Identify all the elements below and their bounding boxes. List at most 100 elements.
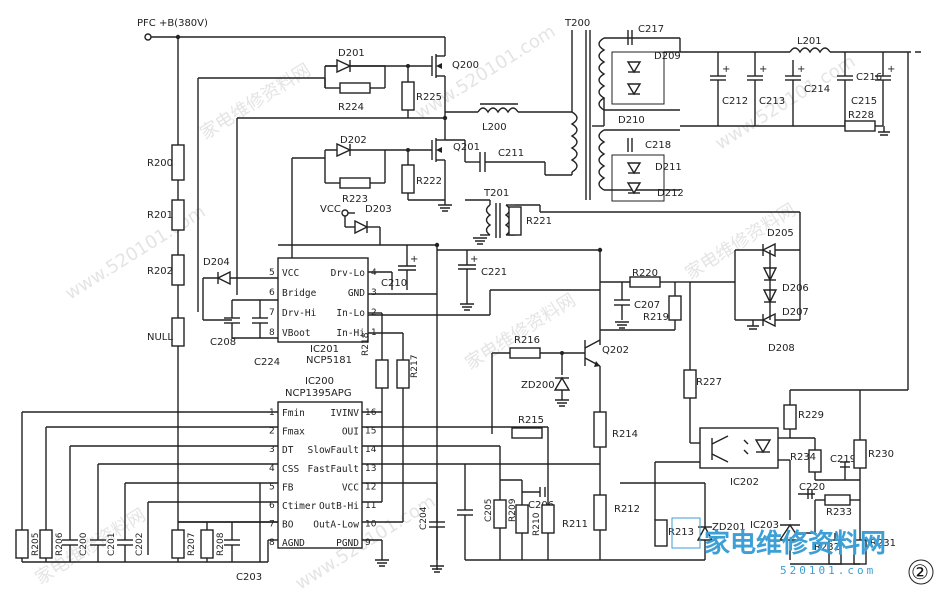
ic201-pin-name-2: In-Lo [336,308,365,319]
resistor-r224 [339,82,371,94]
label-r232: R232 [814,542,840,553]
label-r234: R234 [790,452,816,463]
resistor-r213 [654,519,668,547]
resistor-r212 [593,494,607,531]
ic200-pin-num-4: 4 [269,464,275,474]
label-d207: D207 [782,307,809,318]
diode-d208 [761,312,776,328]
ic200-pin-num-13: 13 [365,464,376,474]
label-c206: C206 [528,500,554,511]
resistor-r201 [171,199,185,231]
diode-d201 [336,58,352,74]
figure-mark: ② [911,560,929,584]
label-c216: C216 [856,72,882,83]
label-r224: R224 [338,102,364,113]
figure-mark-circle [908,559,934,585]
label-c201: C201 [107,533,117,556]
ic200-pin-name-2: Fmax [282,427,305,438]
label-r211: R211 [562,519,588,530]
resistor-r208 [200,529,214,559]
bridge-d211-d212 [611,154,665,202]
svg-text:+: + [759,64,767,75]
resistor-r229 [783,404,797,430]
ic200-pin-name-4: CSS [282,464,299,475]
ic201-pin-name-6: Bridge [282,288,317,299]
ic200-pin-name-11: OutB-Hi [319,501,359,512]
label-r202: R202 [147,266,173,277]
ic201-pin-num-6: 6 [269,288,275,298]
resistor-r214 [593,411,607,448]
label-c205: C205 [484,499,494,522]
ic200-pin-num-8: 8 [269,538,275,548]
diode-d204 [216,270,231,286]
ic200-pin-num-11: 11 [365,501,376,511]
label-c203: C203 [236,572,262,583]
label-r200: R200 [147,158,173,169]
ic200-part: NCP1395APG [285,388,352,399]
label-c211: C211 [498,148,524,159]
diode-d202 [336,142,352,158]
svg-text:+: + [410,254,418,265]
label-c204: C204 [419,506,429,530]
label-c219: C219 [830,454,856,465]
label-r209: R209 [508,498,518,522]
resistor-r215 [511,427,543,439]
ic200-body [277,401,363,549]
resistor-r233 [824,494,851,506]
ic201-pin-name-3: GND [348,288,365,299]
input-label: PFC +B(380V) [137,18,208,29]
ic200-pin-name-9: PGND [336,538,359,549]
watermark: 家电维修资料网 [197,60,315,145]
ic201-pin-num-3: 3 [371,288,377,298]
zener-zd200 [553,376,571,391]
ic201-body [277,257,369,343]
diode-d211 [626,162,642,175]
label-c208: C208 [210,337,236,348]
label-c224: C224 [254,357,280,368]
ic200-pin-name-8: AGND [282,538,305,549]
ic200-pin-num-2: 2 [269,427,275,437]
ic200-pin-num-10: 10 [365,520,377,530]
ic201-pin-name-5: VCC [282,268,299,279]
ic200-pin-name-12: VCC [342,482,359,493]
ic201-name: IC201 [310,344,339,355]
label-r227: R227 [696,377,722,388]
label-d211: D211 [655,162,682,173]
label-c220: C220 [799,482,825,493]
ic201-pin-name-8: VBoot [282,328,311,339]
ic200-pin-num-1: 1 [269,408,275,418]
ic201-pin-name-4: Drv-Lo [331,268,366,279]
label-r201: R201 [147,210,173,221]
resistor-r219 [668,295,682,321]
label-r206: R206 [55,532,65,556]
resistor-r210 [515,504,529,534]
ic200-pin-num-14: 14 [365,445,377,455]
logo-text: 家电维修资料网 [704,528,886,559]
ic200-pin-num-16: 16 [365,408,377,418]
resistor-r223 [339,177,371,189]
label-r220: R220 [632,268,658,279]
label-d205: D205 [767,228,794,239]
label-vcc: VCC [320,204,341,215]
label-r210: R210 [532,512,542,536]
label-l200: L200 [482,122,507,133]
label-c217: C217 [638,24,664,35]
label-d212: D212 [657,188,684,199]
label-r221: R221 [526,216,552,227]
label-ic202: IC202 [730,477,759,488]
label-zd200: ZD200 [521,380,555,391]
ic200-pin-name-5: FB [282,482,294,493]
ic200-pin-name-13: FastFault [308,464,359,475]
label-zd201: ZD201 [712,522,746,533]
resistor-null [171,317,185,347]
label-r231: R231 [870,538,896,549]
ic201-pin-num-5: 5 [269,268,275,278]
resistor-r200 [171,144,185,181]
label-q200: Q200 [452,60,479,71]
ic200-pin-name-16: IVINV [330,408,359,419]
label-r213: R213 [668,527,694,538]
diode-d209 [626,61,642,74]
resistor-r218 [375,359,389,389]
label-null: NULL [147,332,173,343]
